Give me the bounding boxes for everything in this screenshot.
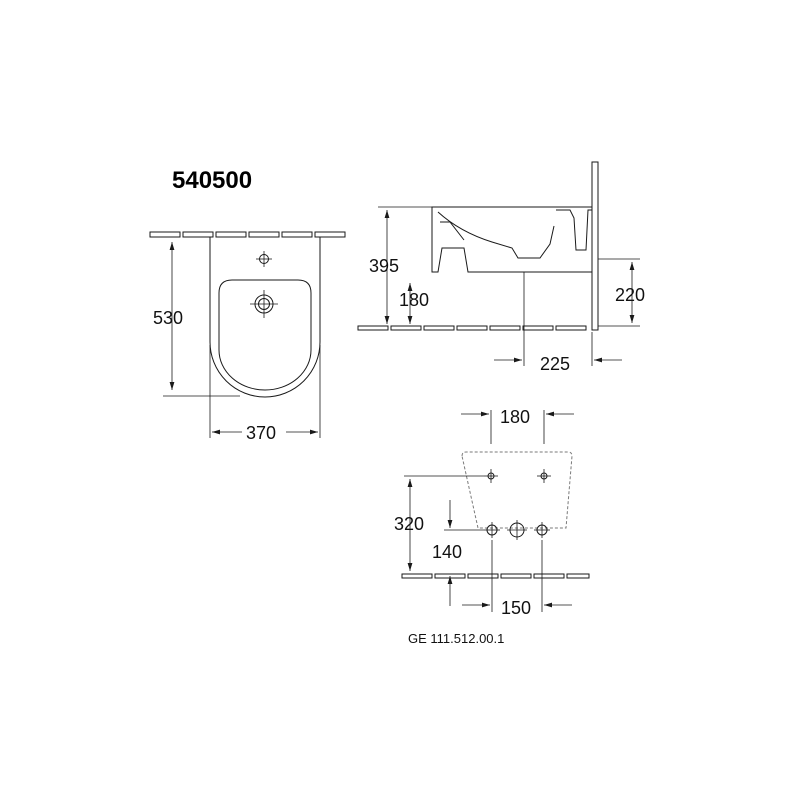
reference-code: GE 111.512.00.1 [408,631,504,646]
fixing-bolt-left-symbol [484,469,498,483]
bowl-section-side [437,211,555,259]
frame-height-dimension: 320 [394,514,424,534]
mounting-frame-outline [461,451,573,529]
depth-dimension: 530 [153,308,183,328]
bidet-outline-top [209,237,321,398]
wall-edge-side-view [591,161,599,331]
width-dimension: 370 [246,423,276,443]
tap-hole-symbol [256,251,272,267]
bidet-outline-side [431,206,593,273]
product-code: 540500 [172,167,252,194]
supply-centres-dimension: 150 [501,598,531,618]
wall-strip-top-view [149,231,346,238]
fixing-centres-dimension: 180 [500,407,530,427]
height-dimension: 395 [369,256,399,276]
supply-height-dimension: 140 [432,542,462,562]
waste-connection-symbol [507,520,527,540]
supply-right-symbol [534,522,550,538]
outlet-projection-dimension: 225 [540,354,570,374]
bowl-outline-top [218,279,312,391]
drain-symbol [250,290,278,318]
top-view: 530 370 [149,231,346,443]
supply-left-symbol [484,522,500,538]
installation-view: 180 320 140 150 GE 111.512.00.1 [394,407,590,646]
floor-strip-side-view [357,325,587,331]
floor-strip-installation-view [401,573,590,579]
side-view: 395 180 220 225 [357,161,645,374]
inlet-height-dimension: 220 [615,285,645,305]
fixing-bolt-right-symbol [537,469,551,483]
fixing-height-dimension: 180 [399,290,429,310]
